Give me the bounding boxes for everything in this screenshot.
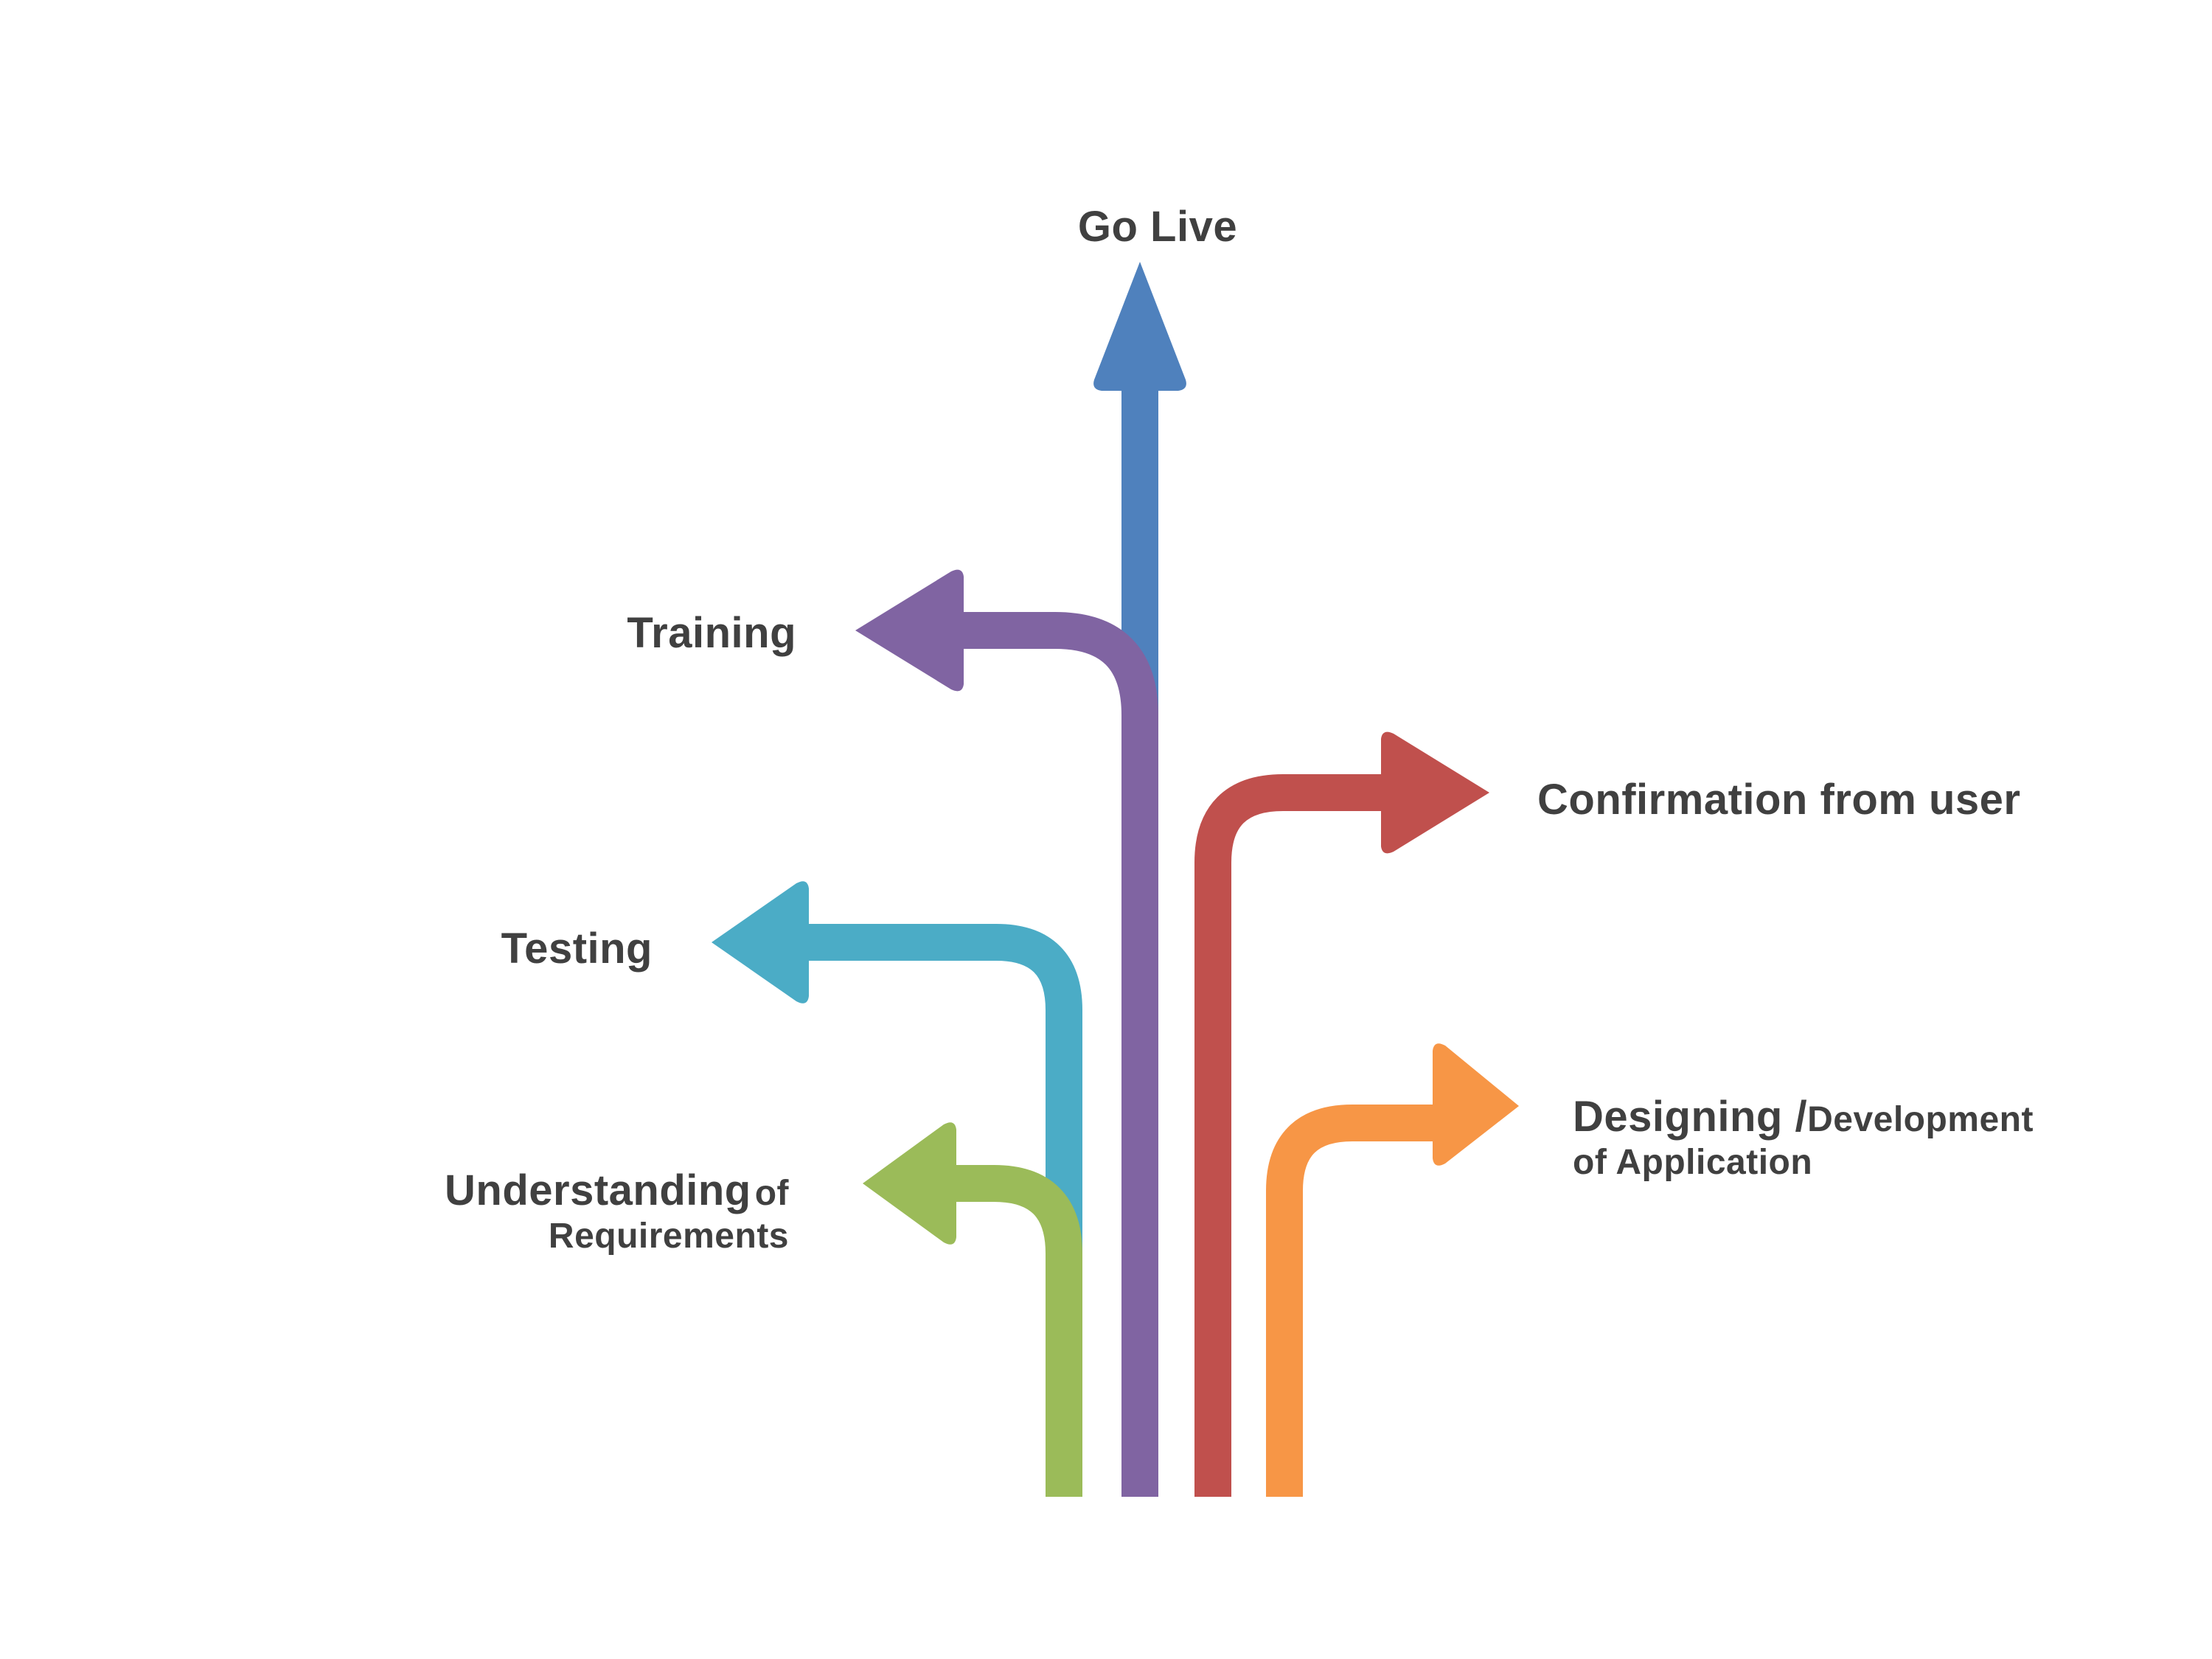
training-arrow-head [855,569,964,692]
go-live-label-text: Go Live [1077,203,1238,251]
go-live-arrow-head [1093,262,1186,391]
confirmation-label: Confirmation from user [1537,776,2021,825]
go-live-label: Go Live [1047,203,1268,252]
training-label-text: Training [627,609,796,657]
understanding-label-line2: Requirements [548,1216,789,1256]
confirmation-label-text: Confirmation from user [1537,776,2021,824]
understanding-label-main: Understanding [445,1166,751,1214]
designing-label-line1: Designing /Development [1573,1093,2034,1142]
understanding-label: Understanding of Requirements [413,1166,789,1256]
designing-label-main: Designing / [1573,1093,1808,1141]
designing-label: Designing /Development of Application [1573,1093,2034,1183]
designing-label-sub: Development [1807,1100,2034,1139]
training-label: Training [516,609,796,658]
testing-label-text: Testing [501,925,653,973]
confirmation-arrow-head [1381,731,1489,854]
testing-arrow-head [712,881,809,1004]
designing-arrow-shaft [1266,1105,1445,1497]
understanding-label-sub: of [754,1174,789,1213]
testing-label: Testing [413,925,653,974]
understanding-arrow-head [863,1122,956,1245]
testing-arrow-shaft [796,924,1082,1265]
designing-label-line2: of Application [1573,1142,1813,1182]
designing-arrow-head [1433,1043,1519,1166]
understanding-label-line1: Understanding of [413,1166,789,1216]
understanding-arrow-shaft [944,1165,1082,1497]
training-arrow-shaft [951,612,1158,1497]
confirmation-arrow-shaft [1194,774,1394,1497]
